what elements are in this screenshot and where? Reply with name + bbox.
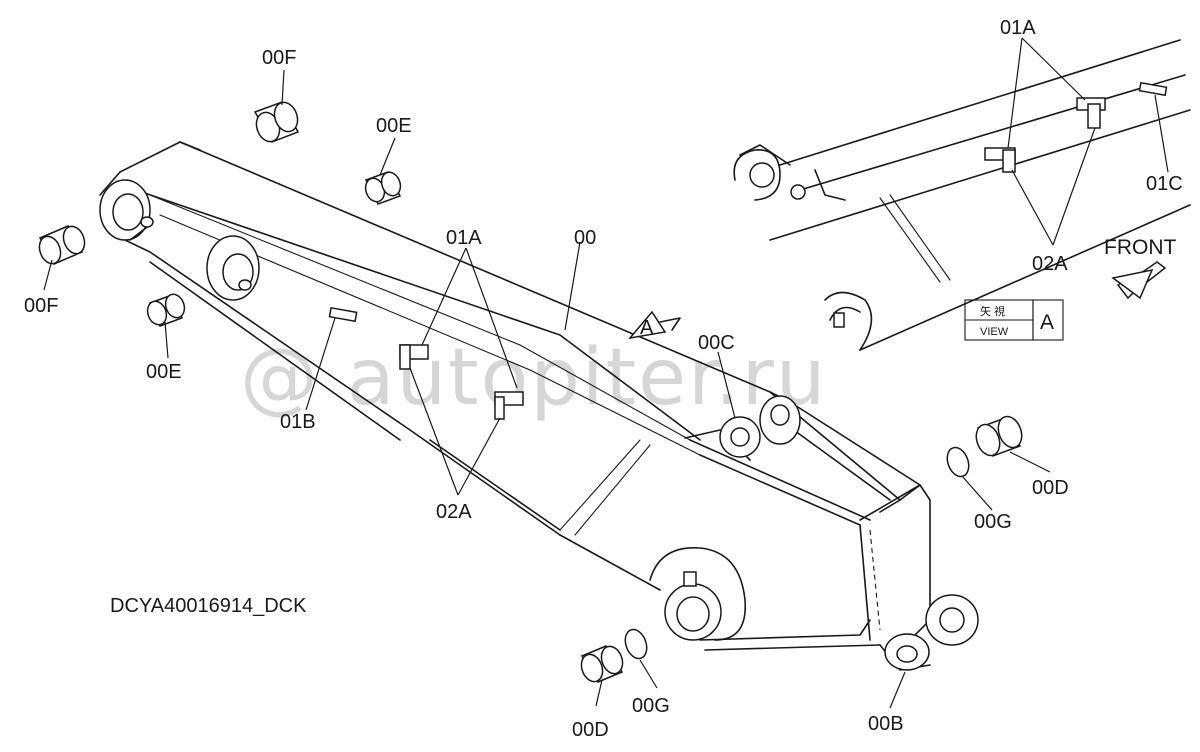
- label-00E-left: 00E: [146, 361, 182, 383]
- front-arrow-icon: [1111, 261, 1167, 300]
- label-02A-view: 02A: [1032, 253, 1068, 275]
- mid-boss: [206, 235, 260, 301]
- label-00D-bottom: 00D: [572, 719, 609, 741]
- front-label: FRONT: [1104, 236, 1176, 259]
- view-box-kanji: 矢 視: [980, 304, 1005, 318]
- label-00F-top: 00F: [262, 47, 296, 69]
- boss-00C: [719, 395, 801, 458]
- bushing-00F-top: [253, 101, 300, 143]
- label-00G-right: 00G: [974, 511, 1012, 533]
- lower-boss: [649, 547, 747, 641]
- label-01A-main: 01A: [446, 227, 482, 249]
- label-00G-bottom: 00G: [632, 695, 670, 717]
- ring-00G-right: [946, 446, 970, 478]
- label-00-main: 00: [574, 227, 596, 249]
- label-01A-view: 01A: [1000, 17, 1036, 39]
- drawing-code: DCYA40016914_DCK: [110, 595, 307, 617]
- label-00E-top: 00E: [376, 115, 412, 137]
- leader-lines: [43, 69, 1051, 709]
- bushing-00D-bottom: [580, 645, 624, 683]
- bushing-00F-left: [38, 225, 86, 265]
- label-00D-right: 00D: [1032, 477, 1069, 499]
- front-boss: [99, 171, 154, 241]
- bushing-00E-top: [364, 171, 402, 205]
- view-A-box: [964, 299, 1064, 341]
- bushing-00E-left: [146, 293, 186, 327]
- label-00F-left: 00F: [24, 295, 58, 317]
- clip-01B: [328, 306, 358, 323]
- ring-00G-bottom: [624, 628, 648, 660]
- label-A-marker: A: [640, 317, 654, 339]
- view-box-letter: A: [1040, 311, 1054, 334]
- label-02A-main: 02A: [436, 501, 472, 523]
- inset-view-A: [733, 37, 1191, 351]
- bushing-00D-right: [975, 415, 1023, 457]
- main-boom: [119, 141, 931, 671]
- clip-01A-main-2: [494, 391, 524, 420]
- view-box-view: VIEW: [980, 326, 1009, 338]
- label-01C: 01C: [1146, 173, 1183, 195]
- label-00B: 00B: [868, 713, 904, 735]
- foot-boss: [884, 594, 979, 671]
- label-00C: 00C: [698, 332, 735, 354]
- view-marker-A: [628, 310, 681, 340]
- label-01B: 01B: [280, 411, 316, 433]
- watermark: @ autopiter.ru: [240, 333, 827, 423]
- clip-01A-main-1: [399, 344, 429, 370]
